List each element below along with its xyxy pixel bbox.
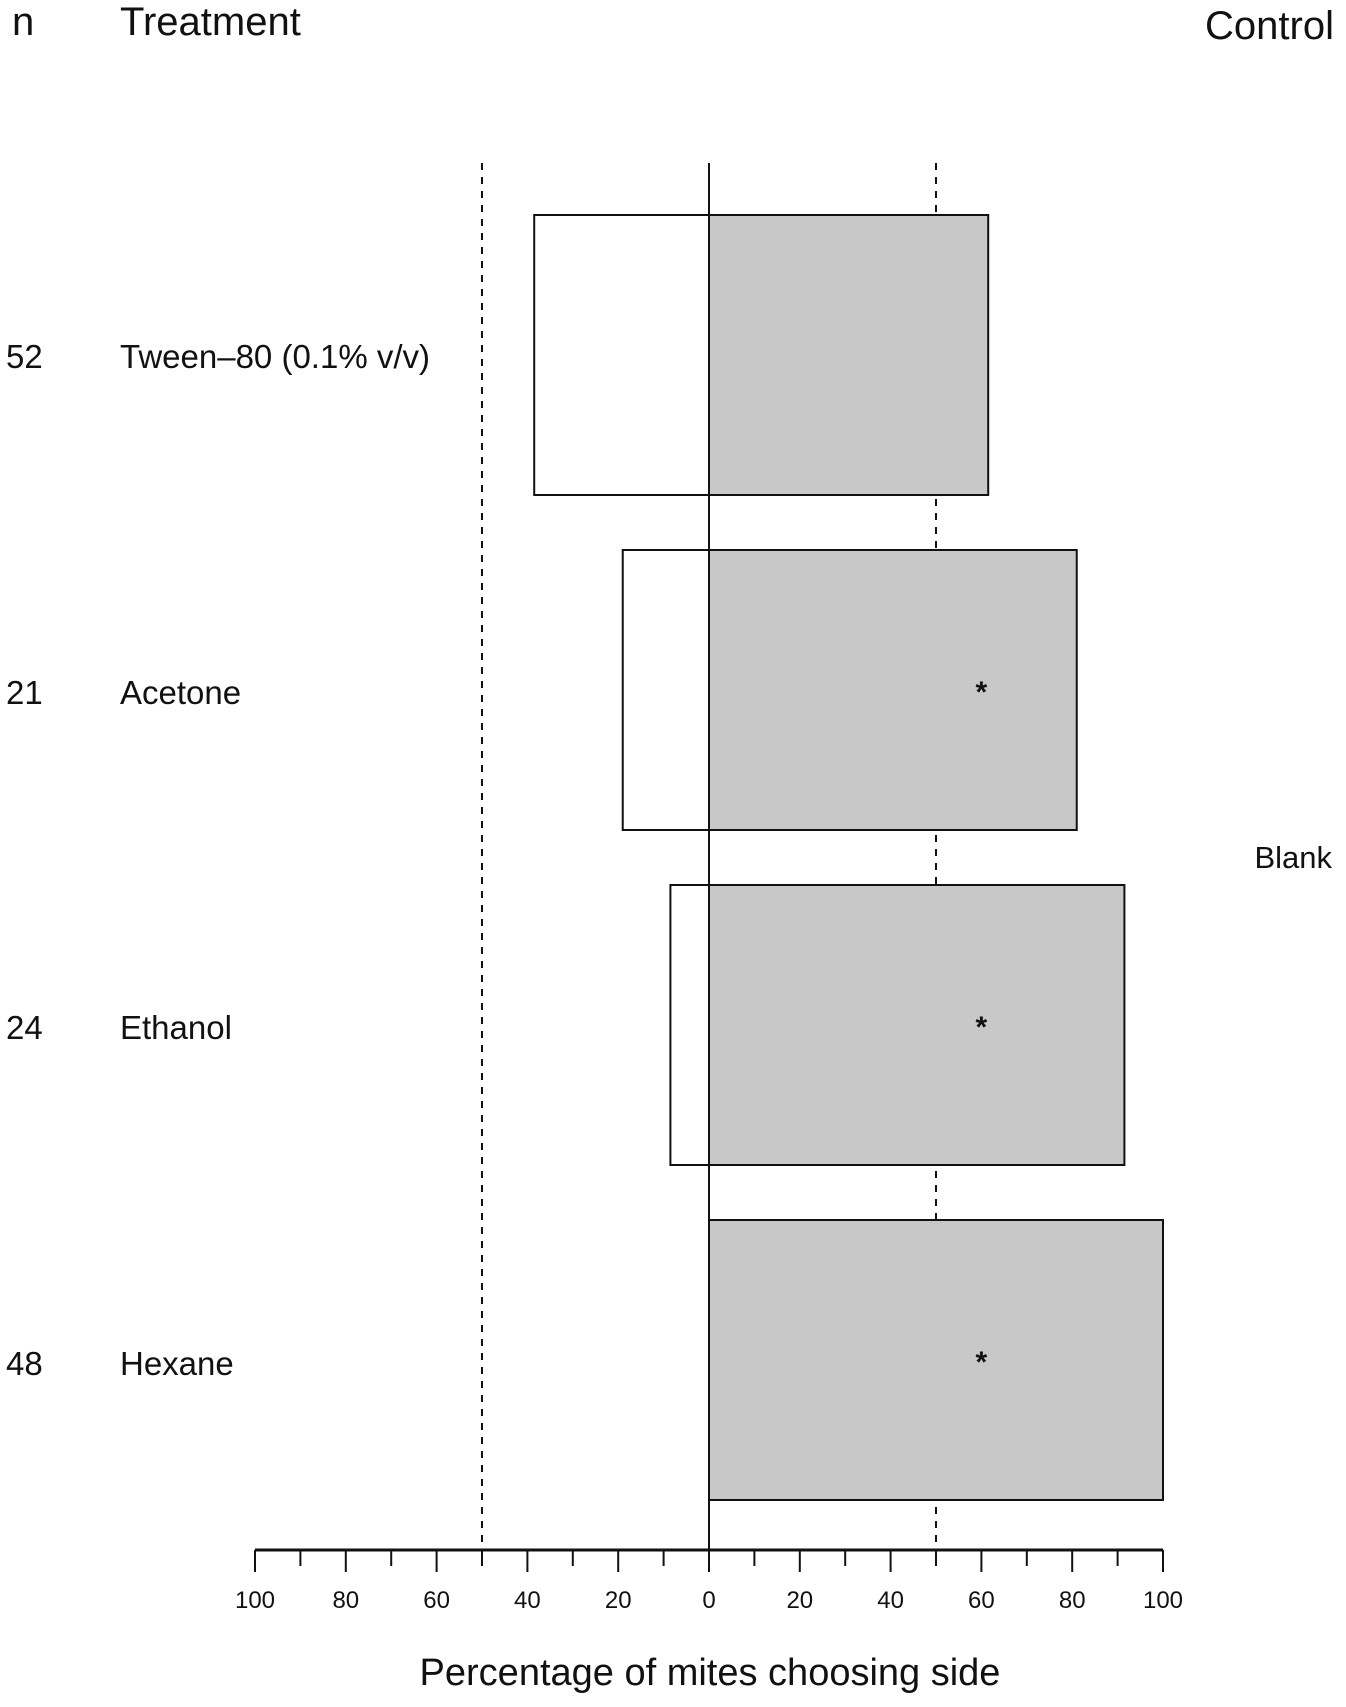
blank-label: Blank (1254, 840, 1332, 875)
x-axis-title: Percentage of mites choosing side (419, 1652, 1001, 1694)
control-bar (708, 1219, 1164, 1501)
control-bar (708, 549, 1078, 831)
row-treatment-label: Ethanol (120, 1009, 232, 1046)
x-tick-label: 40 (514, 1587, 541, 1614)
treatment-bar (533, 214, 711, 496)
significance-marker: * (976, 676, 988, 709)
row-n-value: 48 (6, 1345, 43, 1382)
row-treatment-label: Acetone (120, 674, 242, 711)
x-tick-label: 20 (605, 1587, 632, 1614)
treatment-bar (621, 549, 710, 831)
control-label: Control (1205, 4, 1334, 48)
significance-marker: * (976, 1011, 988, 1044)
significance-marker: * (976, 1346, 988, 1379)
x-tick-label: 80 (1059, 1587, 1086, 1614)
row-treatment-label: Tween–80 (0.1% v/v) (120, 338, 430, 375)
row-n-value: 21 (6, 674, 43, 711)
row-n-value: 24 (6, 1009, 43, 1046)
x-tick-label: 60 (423, 1587, 450, 1614)
control-bar (708, 214, 990, 496)
x-tick-label: 20 (786, 1587, 813, 1614)
x-tick-label: 100 (1143, 1587, 1183, 1614)
row-n-value: 52 (6, 338, 43, 375)
x-tick-label: 100 (235, 1587, 275, 1614)
treatment-column-header: Treatment (120, 0, 301, 44)
treatment-bar (669, 884, 710, 1166)
x-tick-label: 80 (332, 1587, 359, 1614)
row-treatment-label: Hexane (120, 1345, 234, 1382)
x-tick-label: 0 (702, 1587, 715, 1614)
control-bar (708, 884, 1126, 1166)
n-column-header: n (12, 0, 35, 44)
x-tick-label: 60 (968, 1587, 995, 1614)
x-tick-label: 40 (877, 1587, 904, 1614)
